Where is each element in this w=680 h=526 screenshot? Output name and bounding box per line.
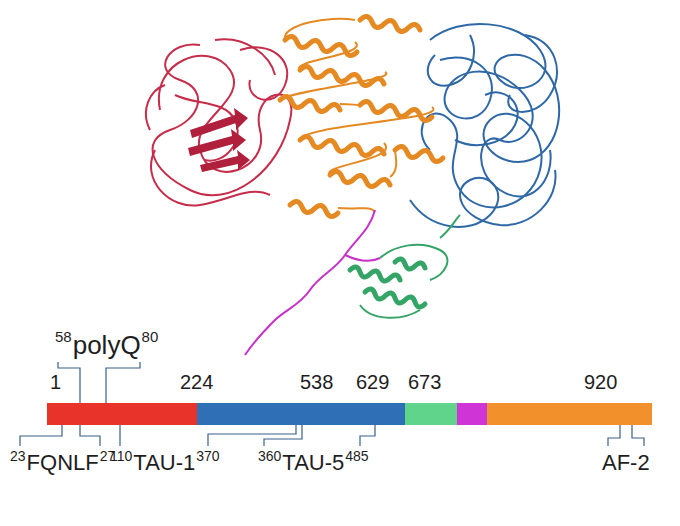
coil [153, 44, 292, 195]
helix [395, 146, 443, 161]
helix [350, 267, 400, 281]
motif-label: AF-2 [602, 452, 650, 474]
tau5-bracket [264, 425, 302, 446]
residue-number: 1 [50, 372, 61, 392]
af2-bracket [608, 425, 620, 446]
helix [290, 201, 338, 216]
blue-domain-structure [410, 24, 559, 227]
fqnlf-bracket [20, 425, 62, 446]
fqnlf-bracket [80, 425, 100, 446]
helix [360, 16, 420, 31]
helix [365, 289, 425, 307]
motif-label: polyQ [73, 332, 141, 358]
residue-number: 80 [142, 329, 159, 344]
coil [428, 35, 518, 145]
residue-number: 538 [300, 372, 333, 392]
beta-strand [188, 129, 246, 156]
leader-lines [20, 362, 644, 446]
tau5-bracket [360, 425, 375, 446]
green-domain-helices [350, 259, 425, 307]
residue-number: 110 [110, 449, 132, 463]
coil [422, 24, 559, 207]
blue-segment [197, 403, 405, 425]
residue-number: 224 [180, 372, 213, 392]
motif-label: FQNLF [27, 452, 99, 474]
coil [151, 47, 287, 205]
helix [360, 101, 432, 120]
hinge-segment [457, 403, 487, 425]
residue-number: 673 [408, 372, 441, 392]
helix [300, 66, 384, 85]
orange-domain-loops [280, 19, 433, 212]
beta-strand [190, 108, 248, 138]
lbd-segment [487, 403, 652, 425]
red-beta-sheets [188, 108, 250, 172]
residue-number: 920 [584, 372, 617, 392]
helix [395, 259, 425, 269]
polyq-bracket [58, 362, 80, 403]
tau1-bracket [119, 425, 120, 446]
tau1-bracket [208, 425, 296, 446]
motif-label: TAU-1 [133, 452, 195, 474]
coil [280, 19, 433, 212]
dbd-segment [405, 403, 457, 425]
helix [330, 171, 390, 186]
coil [146, 39, 275, 130]
helix [300, 136, 384, 155]
domain-bar [47, 403, 652, 425]
green-domain-structure [360, 215, 460, 318]
red-domain-structure [146, 39, 291, 205]
coil [440, 57, 551, 196]
linker-loop [345, 255, 380, 261]
residue-number: 58 [55, 329, 72, 344]
motif-label: TAU-5 [282, 452, 344, 474]
beta-strand [200, 150, 250, 172]
residue-number: 629 [356, 372, 389, 392]
residue-number: 485 [345, 449, 368, 463]
residue-number: 360 [258, 449, 281, 463]
coil [360, 215, 460, 318]
coil [410, 35, 557, 227]
linker-tail [245, 210, 375, 355]
polyq-bracket [106, 362, 140, 403]
helix [280, 96, 340, 111]
residue-number: 23 [10, 449, 26, 463]
ntd-segment [47, 403, 197, 425]
af2-bracket [632, 425, 644, 446]
orange-domain-helices [280, 16, 443, 216]
residue-number: 370 [196, 449, 219, 463]
